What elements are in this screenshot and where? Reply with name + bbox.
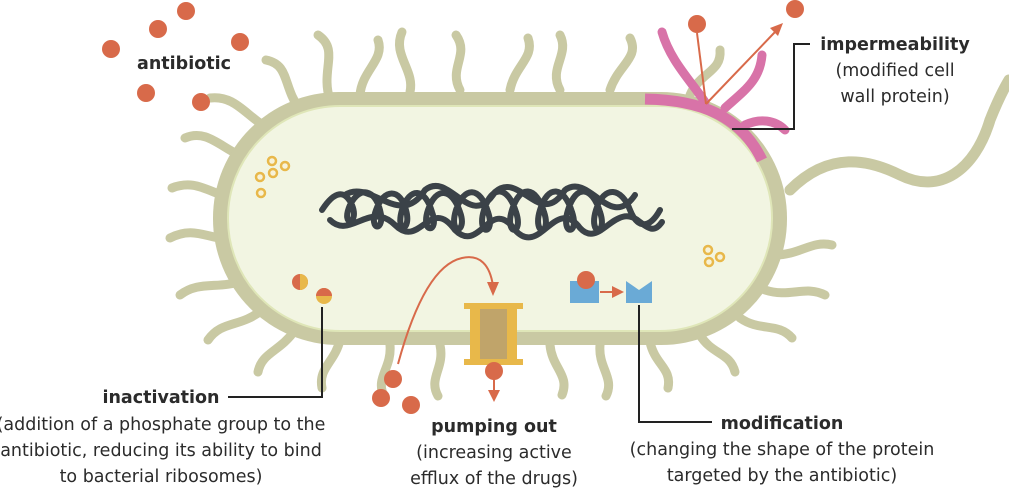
bound-antibiotic: [577, 271, 595, 289]
label-impermeability-line2: wall protein): [840, 87, 949, 107]
label-modification-line2: targeted by the antibiotic): [667, 466, 897, 486]
efflux-antibiotic: [485, 362, 503, 380]
modified-cell-wall: [644, 93, 767, 163]
label-inactivation-line3: to bacterial ribosomes): [60, 467, 263, 487]
label-impermeability-line1: (modified cell: [835, 61, 954, 81]
efflux-out-arrowhead: [488, 390, 500, 402]
modified-protein: [626, 281, 652, 303]
phosphorylated-antibiotics: [292, 274, 332, 304]
label-modification-title: modification: [721, 414, 844, 434]
efflux-pump: [464, 303, 523, 365]
label-impermeability-title: impermeability: [820, 35, 970, 55]
dna-nucleoid: [319, 182, 665, 241]
label-pumping-out-title: pumping out: [431, 417, 557, 437]
deflection-arrows: [696, 31, 776, 105]
efflux-inflow-arrow: [397, 256, 494, 365]
enzyme-granules: [254, 155, 726, 268]
efflux-inflow-arrowhead: [487, 282, 499, 296]
label-inactivation-title: inactivation: [102, 388, 219, 408]
label-inactivation-line2: antibiotic, reducing its ability to bind: [0, 441, 322, 461]
flagellum: [784, 74, 1009, 196]
label-antibiotic: antibiotic: [137, 54, 231, 74]
label-pumping-out-line2: efflux of the drugs): [410, 469, 578, 489]
modification-arrowhead: [612, 286, 624, 298]
modified-pili: [657, 27, 790, 135]
antibiotic-molecules: [102, 0, 804, 414]
label-pumping-out-line1: (increasing active: [416, 443, 572, 463]
leader-lines: [228, 43, 810, 423]
label-modification-line1: (changing the shape of the protein: [630, 440, 935, 460]
label-inactivation-line1: (addition of a phosphate group to the: [0, 415, 325, 435]
deflection-arrowhead: [770, 23, 783, 36]
